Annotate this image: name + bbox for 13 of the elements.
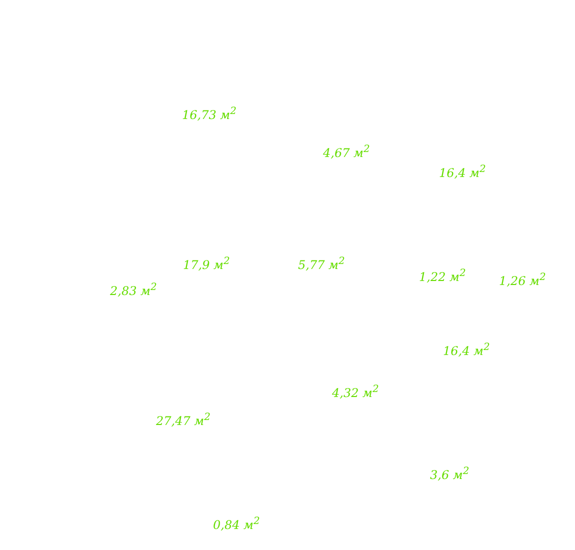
room-area-label: 1,22 м$^{2}$	[419, 267, 466, 284]
room-area-label: 16,4 м$^{2}$	[439, 163, 486, 180]
room-area-label: 2,83 м$^{2}$	[110, 281, 157, 298]
room-area-label: 4,32 м$^{2}$	[332, 383, 379, 400]
room-area-label: 17,9 м$^{2}$	[183, 255, 230, 272]
room-area-label: 16,4 м$^{2}$	[443, 341, 490, 358]
room-area-label: 5,77 м$^{2}$	[298, 255, 345, 272]
room-area-label: 1,26 м$^{2}$	[499, 271, 546, 288]
room-area-label: 3,6 м$^{2}$	[430, 465, 470, 482]
room-area-label: 16,73 м$^{2}$	[182, 105, 236, 122]
room-area-label: 27,47 м$^{2}$	[156, 411, 210, 428]
room-area-label: 0,84 м$^{2}$	[213, 515, 260, 532]
room-area-label: 4,67 м$^{2}$	[323, 143, 370, 160]
